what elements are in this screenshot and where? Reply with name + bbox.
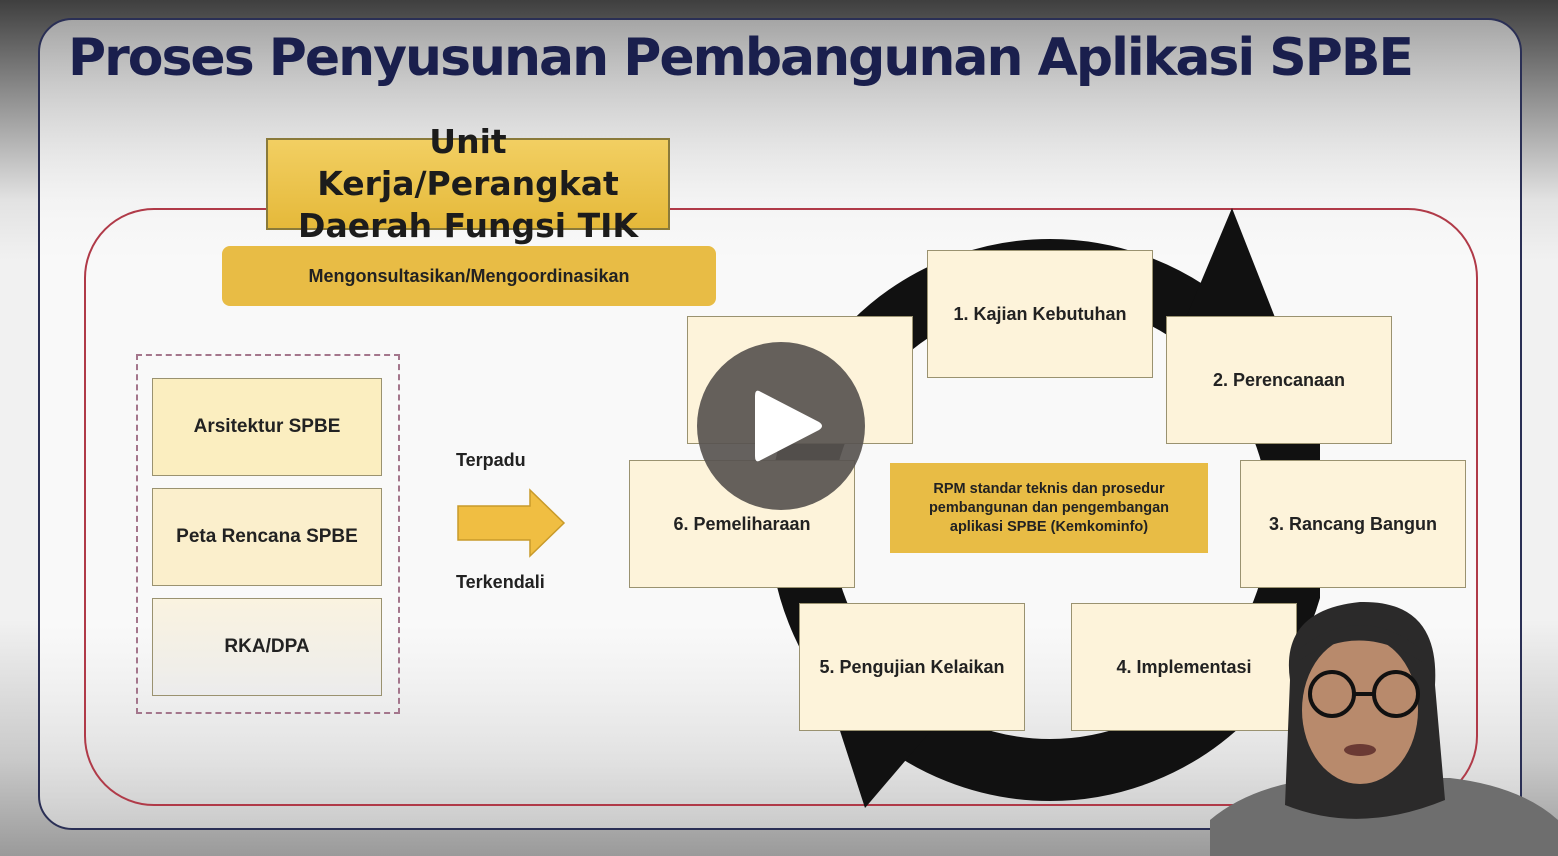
planning-docs-group (136, 354, 400, 714)
arrow-bottom-label: Terkendali (456, 572, 545, 592)
card-peta-rencana: Peta Rencana SPBE (152, 488, 382, 586)
play-button[interactable] (697, 342, 865, 510)
consult-bar: Mengonsultasikan/Mengoordinasikan (222, 246, 716, 306)
step-rancang-bangun: 3. Rancang Bangun (1240, 460, 1466, 588)
presenter-avatar (1210, 601, 1558, 856)
content-frame (84, 208, 1478, 806)
step-kajian-kebutuhan: 1. Kajian Kebutuhan (927, 250, 1153, 378)
step-perencanaan: 2. Perencanaan (1166, 316, 1392, 444)
card-rka-dpa: RKA/DPA (152, 598, 382, 696)
play-icon (755, 390, 822, 462)
slide-title: Proses Penyusunan Pembangunan Aplikasi S… (68, 28, 1414, 88)
arrow-top-label: Terpadu (456, 450, 526, 470)
unit-box-label: Unit Kerja/Perangkat Daerah Fungsi TIK (298, 122, 638, 245)
unit-box: Unit Kerja/Perangkat Daerah Fungsi TIK (266, 122, 670, 245)
center-note: RPM standar teknis dan prosedur pembangu… (890, 463, 1208, 553)
step-implementasi: 4. Implementasi (1071, 603, 1297, 731)
arrow-right-icon (457, 488, 566, 558)
step-pengujian-kelaikan: 5. Pengujian Kelaikan (799, 603, 1025, 731)
card-arsitektur: Arsitektur SPBE (152, 378, 382, 476)
presenter-webcam (1210, 590, 1558, 856)
